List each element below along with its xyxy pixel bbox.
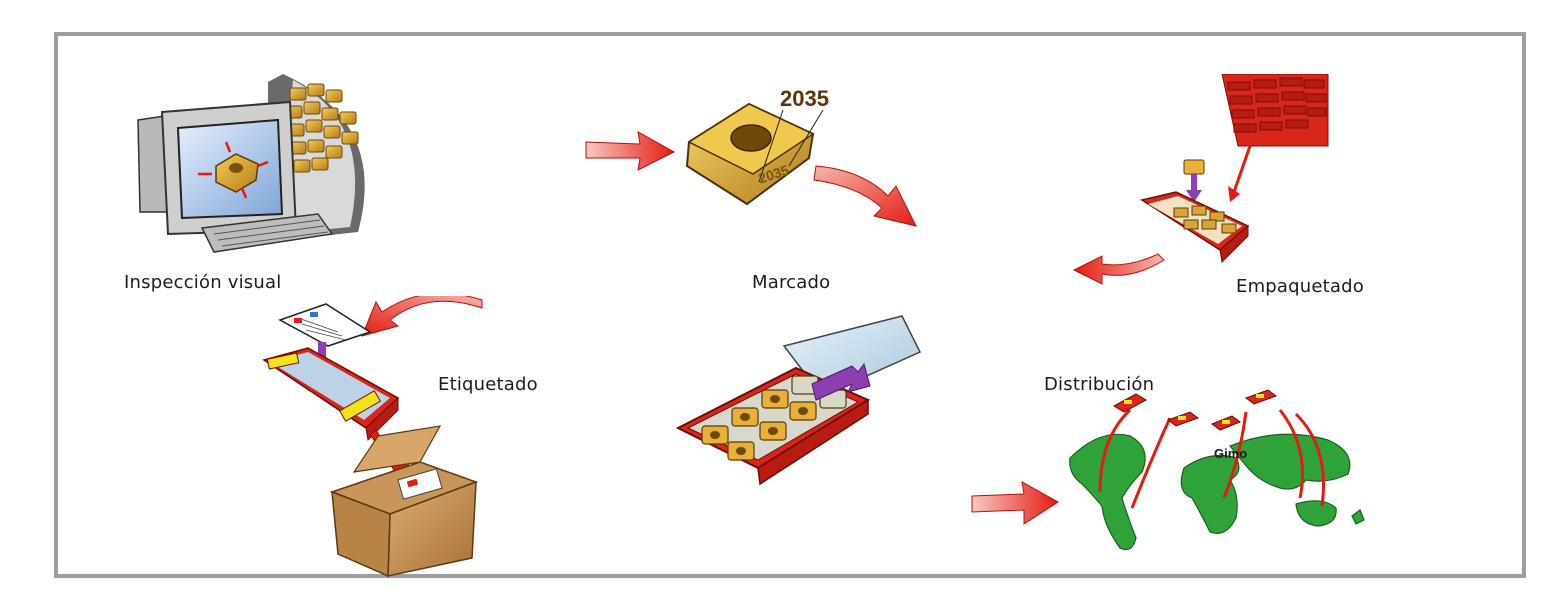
flow-arrow-2 — [813, 165, 917, 227]
tray-illustration — [675, 315, 922, 486]
step-label-inspection: Inspección visual — [124, 272, 282, 293]
marking-code-label: 2035 — [780, 86, 829, 111]
map-location-label: Gimo — [1214, 446, 1248, 461]
distribution-map-illustration — [1069, 389, 1365, 551]
labeling-illustration — [262, 296, 483, 578]
flow-arrow-1 — [585, 131, 676, 171]
marked-insert-illustration — [685, 102, 824, 206]
step-label-labeling: Etiquetado — [438, 374, 538, 395]
flow-arrow-3 — [1072, 253, 1165, 285]
computer-inspection-illustration — [137, 74, 365, 253]
flow-arrow-5 — [971, 481, 1059, 525]
step-label-packing: Empaquetado — [1236, 276, 1364, 297]
step-label-distribution: Distribución — [1044, 374, 1155, 395]
step-label-marking: Marcado — [752, 272, 831, 293]
packing-illustration — [1140, 74, 1329, 264]
